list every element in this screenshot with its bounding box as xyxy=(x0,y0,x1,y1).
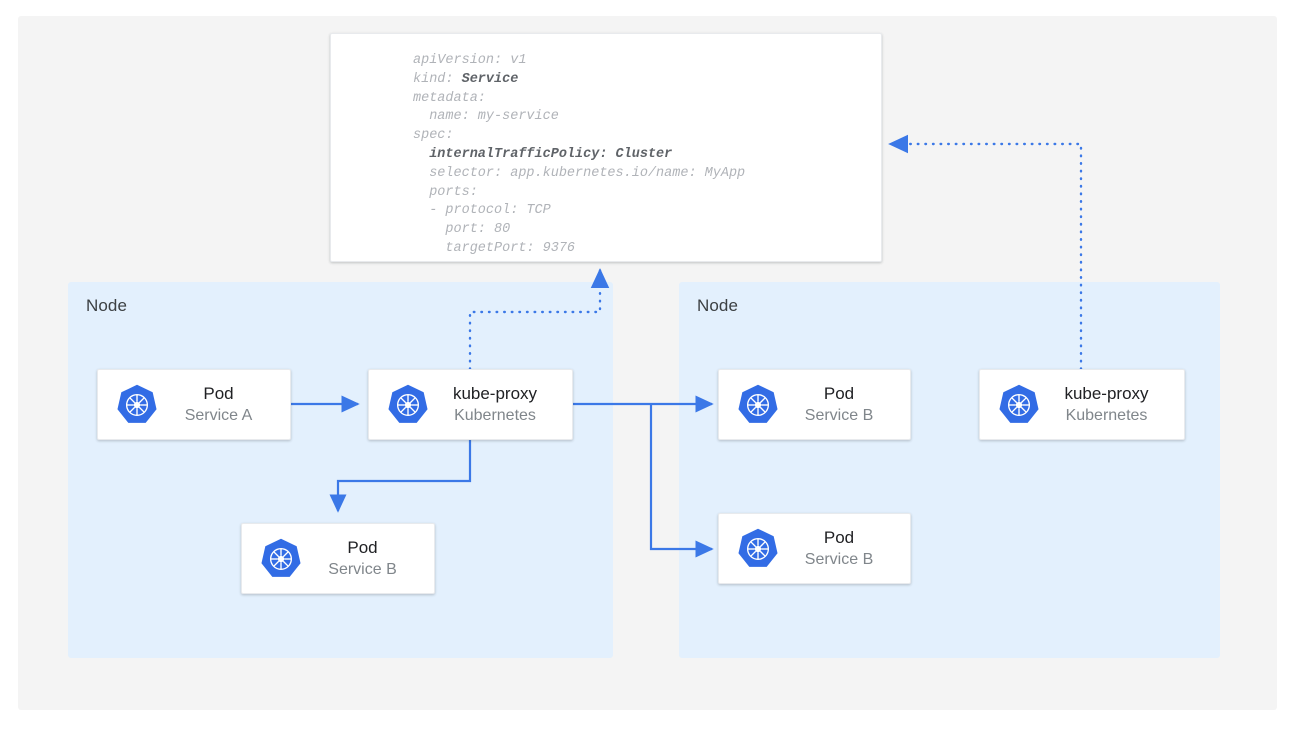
kubernetes-icon xyxy=(386,383,430,427)
card-title: kube-proxy xyxy=(1064,384,1149,403)
kubernetes-icon xyxy=(997,383,1041,427)
card-pod-service-b-remote-top[interactable]: Pod Service B xyxy=(718,369,911,440)
kubernetes-icon xyxy=(736,383,780,427)
yaml-line: name: my-service xyxy=(413,109,559,125)
card-kube-proxy-right[interactable]: kube-proxy Kubernetes xyxy=(979,369,1185,440)
kubernetes-icon xyxy=(115,383,159,427)
yaml-line: kind: Service xyxy=(413,71,519,87)
node-right-container xyxy=(679,282,1220,658)
card-title: Pod xyxy=(203,384,234,403)
card-pod-service-b-local[interactable]: Pod Service B xyxy=(241,523,435,594)
yaml-emphasis: internalTrafficPolicy: Cluster xyxy=(429,146,673,162)
yaml-line: targetPort: 9376 xyxy=(413,240,576,256)
card-title: kube-proxy xyxy=(452,384,538,403)
kubernetes-icon xyxy=(259,537,303,581)
yaml-emphasis: Service xyxy=(461,71,519,87)
card-title: Pod xyxy=(823,384,855,403)
card-subtitle: Service B xyxy=(328,561,397,578)
card-subtitle: Kubernetes xyxy=(454,407,536,424)
yaml-line: internalTrafficPolicy: Cluster xyxy=(413,147,672,162)
service-manifest-box: apiVersion: v1 kind: Service metadata: n… xyxy=(330,33,882,262)
yaml-line: port: 80 xyxy=(413,222,511,238)
card-text: Pod Service A xyxy=(159,382,290,427)
card-title: Pod xyxy=(823,528,855,547)
card-pod-service-a[interactable]: Pod Service A xyxy=(97,369,291,440)
yaml-line: metadata: xyxy=(413,90,486,106)
node-left-label: Node xyxy=(86,296,128,315)
card-text: kube-proxy Kubernetes xyxy=(1041,382,1184,427)
card-pod-service-b-remote-bottom[interactable]: Pod Service B xyxy=(718,513,911,584)
card-title: Pod xyxy=(347,538,378,557)
card-subtitle: Service B xyxy=(804,551,874,568)
card-text: Pod Service B xyxy=(303,536,434,581)
card-text: Pod Service B xyxy=(780,382,910,427)
yaml-line: apiVersion: v1 xyxy=(413,53,527,68)
kubernetes-icon xyxy=(736,527,780,571)
yaml-line: spec: xyxy=(413,128,454,144)
node-left-container xyxy=(68,282,613,658)
yaml-line: ports: xyxy=(413,184,478,200)
service-manifest-code: apiVersion: v1 kind: Service metadata: n… xyxy=(413,52,745,259)
card-subtitle: Kubernetes xyxy=(1065,407,1148,424)
card-subtitle: Service B xyxy=(804,407,874,424)
card-text: Pod Service B xyxy=(780,526,910,571)
node-right-label: Node xyxy=(697,296,739,315)
card-subtitle: Service A xyxy=(184,407,253,424)
card-kube-proxy-left[interactable]: kube-proxy Kubernetes xyxy=(368,369,573,440)
card-text: kube-proxy Kubernetes xyxy=(430,382,572,427)
yaml-line: selector: app.kubernetes.io/name: MyApp xyxy=(413,165,746,181)
yaml-line: - protocol: TCP xyxy=(413,203,551,219)
